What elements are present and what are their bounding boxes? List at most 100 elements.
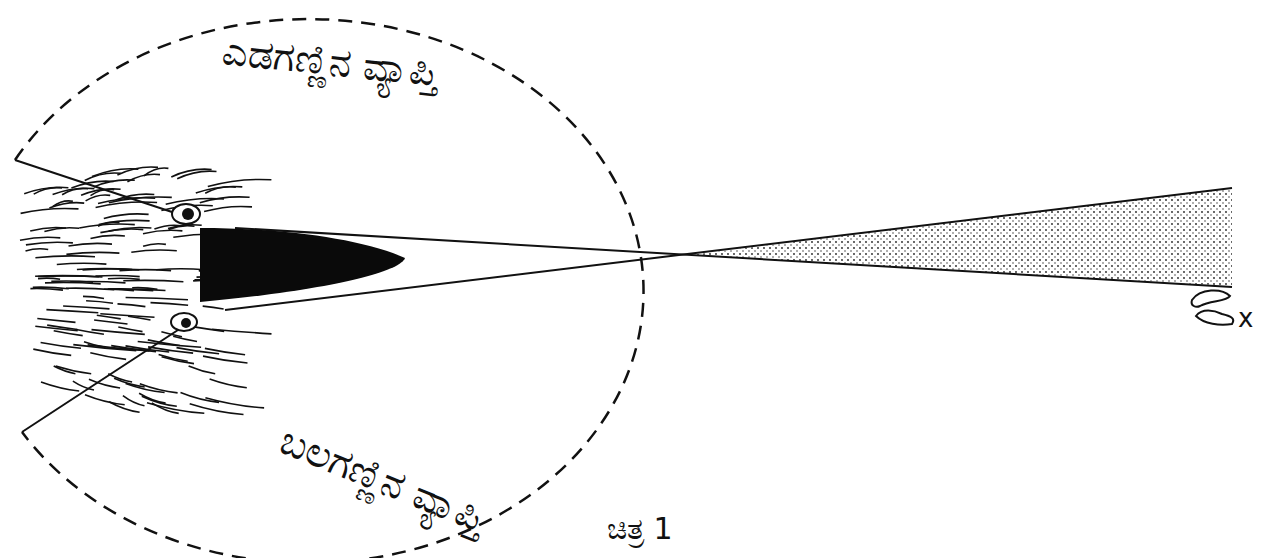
feather-stroke: [57, 263, 107, 264]
feather-stroke: [83, 296, 104, 298]
range-label: ಎಡಗಣ್ಣಿನ ವ್ಯಾಪ್ತಿ: [220, 28, 440, 94]
feather-stroke: [204, 206, 252, 211]
target-mark: x: [1238, 304, 1253, 333]
worm: [1192, 290, 1230, 306]
feather-stroke: [173, 336, 197, 341]
eye-pupil: [181, 318, 191, 328]
feather-stroke: [66, 252, 119, 254]
feather-stroke: [161, 332, 182, 337]
feather-stroke: [108, 278, 140, 279]
feather-stroke: [41, 382, 79, 391]
feather-stroke: [210, 379, 247, 388]
feather-stroke: [189, 366, 216, 374]
sight-line: [22, 330, 178, 432]
eye: [172, 204, 200, 224]
feather-stroke: [208, 179, 272, 186]
feather-stroke: [53, 188, 95, 194]
feather-stroke: [144, 168, 169, 176]
feather-stroke: [212, 329, 271, 334]
feather-stroke: [126, 298, 188, 300]
feather-stroke: [71, 181, 113, 188]
feather-stroke: [30, 289, 63, 291]
feather-stroke: [38, 278, 60, 279]
worm: [1196, 311, 1233, 325]
feather-stroke: [123, 280, 183, 281]
feather-stroke: [33, 349, 71, 355]
feather-stroke: [41, 343, 81, 349]
feather-stroke: [123, 396, 145, 406]
feather-stroke: [26, 242, 73, 245]
feather-stroke: [139, 393, 166, 403]
feather-stroke: [97, 315, 121, 319]
feather-stroke: [35, 276, 99, 277]
feather-stroke: [24, 187, 68, 193]
feather-stroke: [205, 398, 264, 408]
feather-stroke: [89, 379, 120, 388]
feather-stroke: [205, 187, 236, 193]
feather-stroke: [196, 187, 243, 194]
feather-stroke: [73, 381, 94, 390]
feather-stroke: [205, 348, 245, 354]
feather-stroke: [98, 222, 119, 226]
feather-stroke: [86, 301, 113, 304]
feather-stroke: [104, 214, 149, 219]
feather-stroke: [203, 306, 224, 309]
feather-stroke: [79, 224, 135, 228]
feather-stroke: [63, 306, 109, 309]
vision-range-arc: [15, 19, 644, 558]
feather-stroke: [69, 243, 113, 246]
feather-stroke: [200, 197, 250, 203]
feather-stroke: [21, 208, 79, 213]
feather-stroke: [151, 303, 189, 306]
feather-stroke: [109, 289, 154, 291]
feather-stroke: [143, 230, 182, 233]
beak: [200, 228, 405, 302]
feather-stroke: [26, 249, 49, 251]
feather-stroke: [54, 331, 83, 336]
feather-stroke: [33, 287, 69, 289]
feather-stroke: [108, 374, 132, 382]
feather-stroke: [94, 320, 127, 324]
feather-stroke: [203, 356, 248, 363]
feather-stroke: [147, 403, 204, 414]
feather-stroke: [181, 393, 220, 403]
feather-stroke: [70, 282, 125, 283]
feather-stroke: [91, 235, 125, 238]
sight-line: [15, 160, 172, 212]
feather-stroke: [143, 244, 166, 247]
feather-stroke: [118, 327, 142, 332]
feather-stroke: [35, 256, 95, 258]
feather-stroke: [95, 275, 139, 276]
feather-stroke: [96, 202, 158, 207]
feather-stroke: [114, 378, 145, 387]
feather-stroke: [111, 346, 156, 352]
figure-caption: ಚಿತ್ರ 1: [607, 512, 673, 545]
eye-pupil: [182, 208, 194, 220]
feather-stroke: [131, 250, 177, 252]
feather-stroke: [168, 225, 202, 229]
feather-stroke: [108, 289, 166, 291]
feather-stroke: [83, 269, 140, 270]
feather-stroke: [100, 229, 143, 233]
feather-stroke: [140, 384, 178, 393]
feather-stroke: [85, 395, 125, 405]
feather-stroke: [20, 237, 60, 240]
feather-stroke: [44, 228, 79, 232]
feather-stroke: [177, 171, 216, 179]
eye: [171, 313, 197, 331]
feather-stroke: [118, 304, 146, 307]
feather-stroke: [166, 199, 224, 205]
feather-stroke: [126, 346, 170, 352]
feather-stroke: [159, 354, 188, 361]
feather-stroke: [49, 203, 84, 208]
feather-stroke: [47, 325, 77, 329]
feather-stroke: [92, 330, 145, 335]
feather-stroke: [56, 366, 91, 374]
feather-stroke: [90, 353, 126, 360]
feather-stroke: [37, 319, 75, 323]
feather-stroke: [84, 342, 105, 348]
feather-stroke: [190, 404, 244, 415]
range-label: ಬಲಗಣ್ಣಿನ ವ್ಯಾಪ್ತಿ: [274, 418, 493, 541]
feather-stroke: [138, 342, 201, 348]
